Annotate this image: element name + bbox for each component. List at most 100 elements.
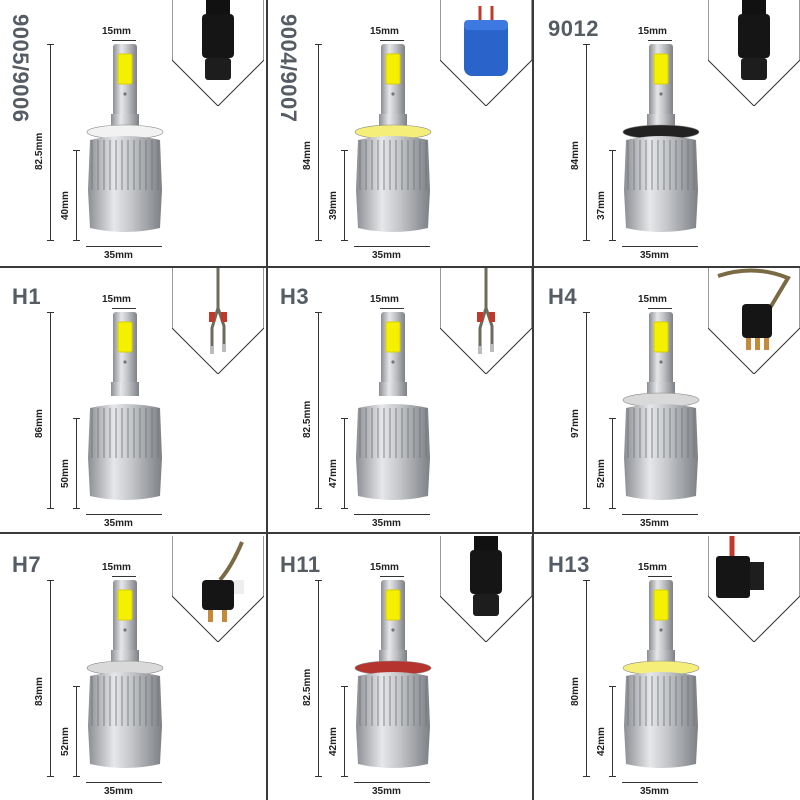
connector-plug [738, 14, 770, 58]
heatsink-fins [624, 672, 698, 730]
heatsink-fins [624, 136, 698, 194]
grid-divider-vertical [266, 0, 268, 800]
connector-panel [440, 268, 532, 374]
bulb-image [88, 312, 162, 500]
fan-housing [88, 190, 162, 232]
bulb-image [356, 312, 430, 500]
height-tick-top [47, 312, 54, 313]
base-height-label: 40mm [60, 191, 71, 220]
base-tick-top [609, 686, 616, 687]
base-tick-bottom [609, 776, 616, 777]
connector-image [708, 268, 800, 374]
base-tick-top [341, 418, 348, 419]
bulb-type-label: 9012 [548, 16, 599, 41]
top-width-label: 15mm [102, 294, 131, 305]
base-height-label: 47mm [328, 459, 339, 488]
height-tick-top [47, 44, 54, 45]
bottom-width-line [354, 514, 430, 515]
chip-rivet [659, 92, 663, 96]
bulb-neck [647, 114, 675, 128]
bulb-neck [379, 382, 407, 396]
base-tick-top [73, 686, 80, 687]
base-height-line [76, 418, 77, 508]
height-line [50, 580, 51, 776]
base-height-line [612, 418, 613, 508]
height-label: 82.5mm [302, 400, 313, 438]
height-label: 83mm [34, 677, 45, 706]
bulb-neck [111, 382, 139, 396]
bulb-image [354, 580, 432, 768]
heatsink-fins [88, 404, 162, 462]
top-width-line [380, 576, 404, 577]
cob-led-chip [385, 589, 401, 621]
top-width-label: 15mm [638, 294, 667, 305]
bulb-type-label: H4 [548, 284, 578, 309]
height-tick-bottom [47, 508, 54, 509]
height-tick-top [315, 44, 322, 45]
grid-divider-horizontal [0, 532, 800, 534]
fan-housing [624, 458, 698, 500]
heatsink-fins [88, 136, 162, 194]
height-line [50, 44, 51, 240]
height-line [586, 44, 587, 240]
base-height-label: 52mm [60, 727, 71, 756]
heatsink-fins [356, 136, 430, 194]
height-line [586, 580, 587, 776]
heatsink-fins [624, 404, 698, 462]
height-label: 82.5mm [34, 132, 45, 170]
bulb-neck [647, 650, 675, 664]
cob-led-chip [385, 321, 401, 353]
chip-rivet [123, 92, 127, 96]
height-label: 82.5mm [302, 668, 313, 706]
bottom-width-line [86, 514, 162, 515]
height-tick-bottom [315, 776, 322, 777]
bottom-width-line [622, 782, 698, 783]
bulb-neck [647, 382, 675, 396]
height-label: 84mm [302, 141, 313, 170]
bulb-image [86, 580, 164, 768]
base-tick-bottom [341, 240, 348, 241]
base-height-label: 39mm [328, 191, 339, 220]
chip-rivet [659, 628, 663, 632]
base-height-line [344, 686, 345, 776]
bottom-width-label: 35mm [372, 518, 401, 529]
fan-housing [88, 726, 162, 768]
bulb-type-label: 9004/9007 [276, 14, 301, 123]
base-height-label: 42mm [596, 727, 607, 756]
top-width-line [648, 40, 672, 41]
bulb-type-label: H11 [280, 552, 321, 577]
height-line [318, 44, 319, 240]
connector-wires [717, 268, 791, 310]
bottom-width-line [86, 246, 162, 247]
connector-image [172, 0, 264, 106]
fan-housing [88, 458, 162, 500]
base-height-line [76, 150, 77, 240]
base-height-line [612, 686, 613, 776]
connector-image [440, 268, 532, 374]
fan-housing [624, 190, 698, 232]
connector-wires [218, 541, 244, 582]
height-line [318, 580, 319, 776]
top-width-label: 15mm [102, 26, 131, 37]
height-label: 97mm [570, 409, 581, 438]
connector-image [172, 268, 264, 374]
connector-image [708, 536, 800, 642]
connector-image [440, 0, 532, 106]
height-tick-bottom [47, 776, 54, 777]
fan-housing [624, 726, 698, 768]
base-tick-top [341, 686, 348, 687]
base-height-label: 37mm [596, 191, 607, 220]
base-height-line [344, 418, 345, 508]
base-tick-bottom [73, 776, 80, 777]
base-height-label: 50mm [60, 459, 71, 488]
height-tick-bottom [315, 508, 322, 509]
bottom-width-label: 35mm [372, 250, 401, 261]
heatsink-fins [88, 672, 162, 730]
heatsink-fins [356, 672, 430, 730]
base-tick-bottom [73, 508, 80, 509]
